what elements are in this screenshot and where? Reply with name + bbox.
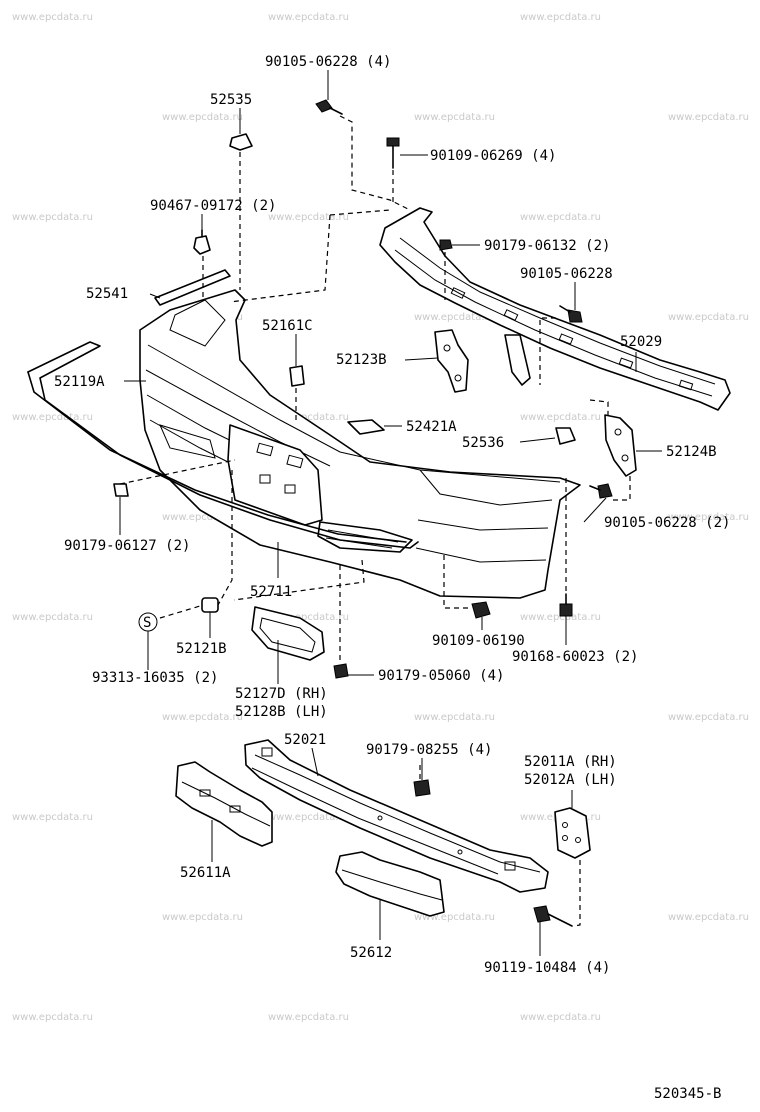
watermark: www.epcdata.ru (268, 612, 349, 623)
label-52119A: 52119A (54, 374, 105, 390)
label-93313-16035: 93313-16035 (2) (92, 670, 218, 686)
label-52012A: 52012A (LH) (524, 772, 617, 788)
watermark: www.epcdata.ru (162, 912, 243, 923)
strip-52541-drawing (154, 269, 231, 306)
watermark: www.epcdata.ru (12, 12, 93, 23)
label-90109-06190: 90109-06190 (432, 633, 525, 649)
label-52541: 52541 (86, 286, 128, 302)
watermark: www.epcdata.ru (668, 912, 749, 923)
watermark: www.epcdata.ru (268, 1012, 349, 1023)
watermark: www.epcdata.ru (12, 812, 93, 823)
label-52011A: 52011A (RH) (524, 754, 617, 770)
label-52711: 52711 (250, 584, 292, 600)
label-90179-05060: 90179-05060 (4) (378, 668, 504, 684)
cover-52127D-drawing (251, 606, 325, 661)
s-marker-label: S (143, 615, 151, 631)
watermark: www.epcdata.ru (268, 812, 349, 823)
bumper-cover-52119A-drawing (139, 289, 581, 599)
watermark: www.epcdata.ru (12, 1012, 93, 1023)
label-52535: 52535 (210, 92, 252, 108)
part-labels: 90105-06228 (4) 52535 90109-06269 (4) 90… (54, 54, 730, 1102)
watermark: www.epcdata.ru (668, 512, 749, 523)
label-90179-08255: 90179-08255 (4) (366, 742, 492, 758)
watermark: www.epcdata.ru (520, 412, 601, 423)
watermark: www.epcdata.ru (414, 712, 495, 723)
watermark: www.epcdata.ru (162, 112, 243, 123)
label-90467-09172: 90467-09172 (2) (150, 198, 276, 214)
watermark: www.epcdata.ru (520, 1012, 601, 1023)
watermark: www.epcdata.ru (268, 212, 349, 223)
label-52421A: 52421A (406, 419, 457, 435)
label-52124B: 52124B (666, 444, 717, 460)
absorber-52612-drawing (335, 851, 445, 917)
watermark: www.epcdata.ru (12, 412, 93, 423)
reinforcement-52021-drawing (244, 739, 549, 893)
bracket-52011A-drawing (554, 807, 591, 859)
bracket-52124B-drawing (604, 414, 637, 477)
label-90179-06132: 90179-06132 (2) (484, 238, 610, 254)
absorber-52611A-drawing (175, 761, 273, 847)
fasteners (113, 99, 613, 927)
watermark: www.epcdata.ru (12, 612, 93, 623)
pad-52421A-drawing (347, 419, 385, 435)
label-52536: 52536 (462, 435, 504, 451)
label-52612: 52612 (350, 945, 392, 961)
label-90119-10484: 90119-10484 (4) (484, 960, 610, 976)
label-52029: 52029 (620, 334, 662, 350)
label-90168-60023: 90168-60023 (2) (512, 649, 638, 665)
assembly-lines (119, 115, 631, 927)
watermark: www.epcdata.ru (268, 12, 349, 23)
retainer-52029-drawing (379, 207, 731, 411)
diagram-code: 520345-B (654, 1086, 721, 1102)
label-90105-06228: 90105-06228 (520, 266, 613, 282)
s-marker: S (138, 612, 158, 632)
watermark: www.epcdata.ru (520, 212, 601, 223)
watermark: www.epcdata.ru (668, 312, 749, 323)
watermark: www.epcdata.ru (268, 412, 349, 423)
label-52128B: 52128B (LH) (235, 704, 328, 720)
label-52127D: 52127D (RH) (235, 686, 328, 702)
watermark: www.epcdata.ru (414, 912, 495, 923)
watermark: www.epcdata.ru (12, 212, 93, 223)
strip-52711-drawing (27, 341, 419, 549)
watermark: www.epcdata.ru (668, 712, 749, 723)
watermark: www.epcdata.ru (520, 12, 601, 23)
bracket-52123B-drawing (434, 329, 469, 393)
label-90105-06228-2: 90105-06228 (2) (604, 515, 730, 531)
label-52121B: 52121B (176, 641, 227, 657)
label-52123B: 52123B (336, 352, 387, 368)
label-52021: 52021 (284, 732, 326, 748)
label-90179-06127: 90179-06127 (2) (64, 538, 190, 554)
watermark: www.epcdata.ru (520, 612, 601, 623)
watermark: www.epcdata.ru (414, 312, 495, 323)
label-52161C: 52161C (262, 318, 313, 334)
watermark: www.epcdata.ru (162, 712, 243, 723)
watermark: www.epcdata.ru (668, 112, 749, 123)
label-90105-06228-4: 90105-06228 (4) (265, 54, 391, 70)
label-90109-06269: 90109-06269 (4) (430, 148, 556, 164)
leader-lines (119, 70, 662, 956)
watermark: www.epcdata.ru (414, 112, 495, 123)
watermark: www.epcdata.ru (162, 512, 243, 523)
label-52611A: 52611A (180, 865, 231, 881)
